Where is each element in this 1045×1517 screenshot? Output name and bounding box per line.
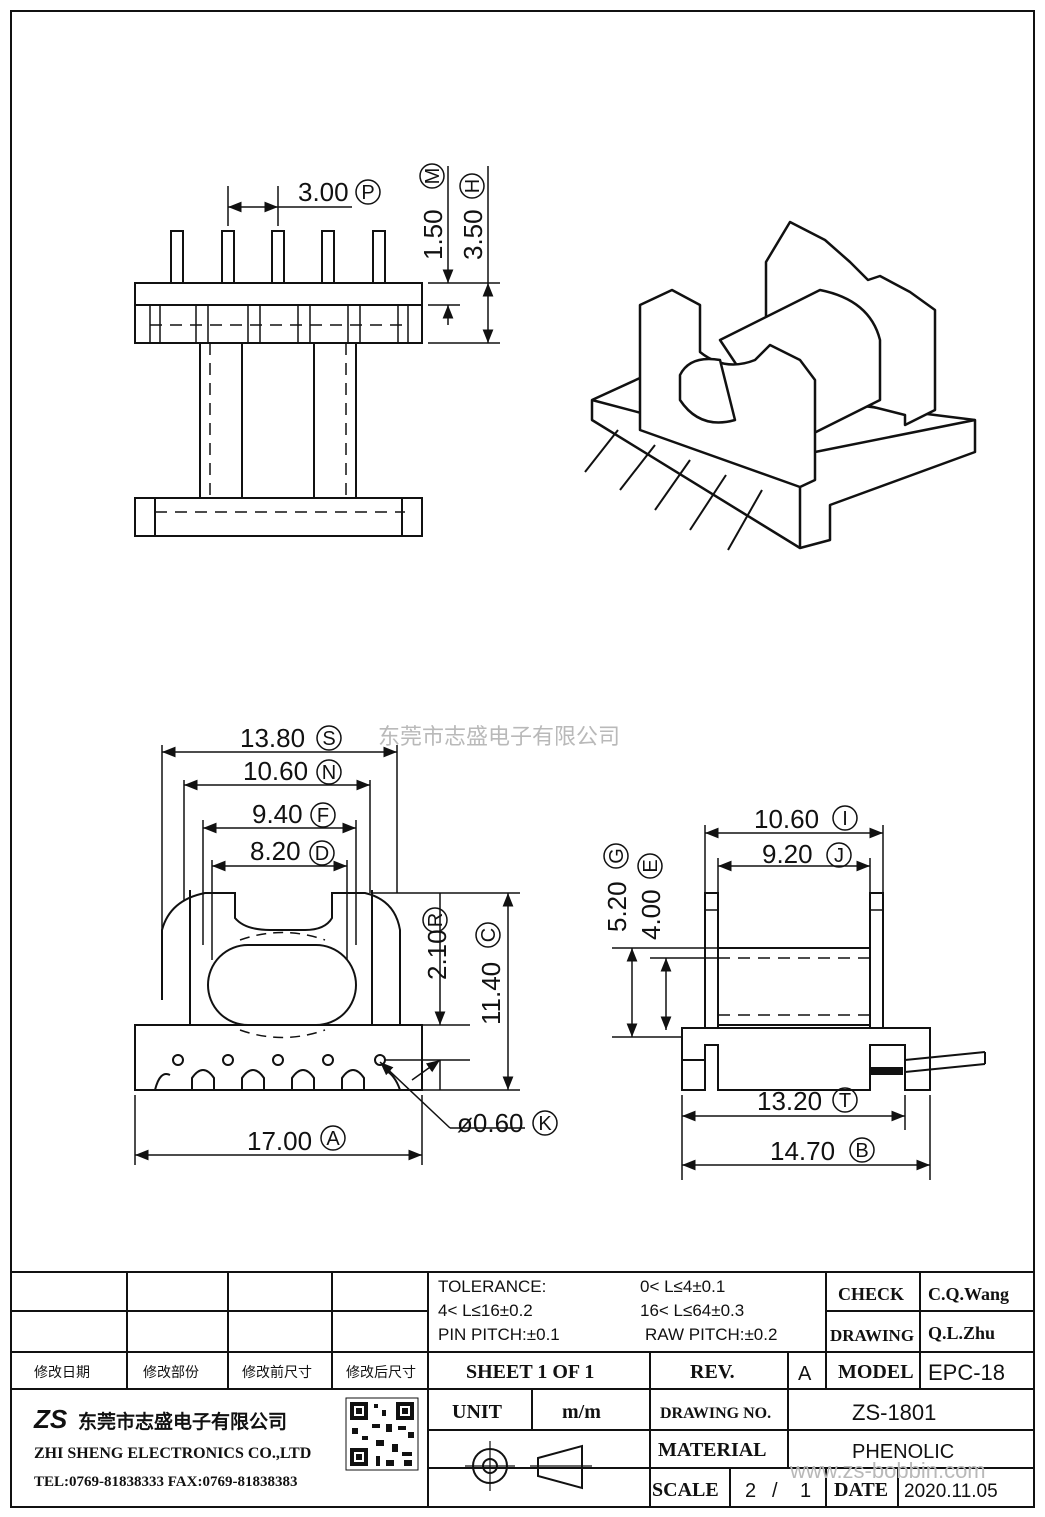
dim-k-tag: K: [532, 1110, 558, 1136]
dim-a-value: 17.00: [247, 1126, 312, 1156]
dim-f-tag: F: [310, 802, 336, 828]
dim-a-tag: A: [320, 1125, 346, 1151]
drawing-value: Q.L.Zhu: [928, 1323, 995, 1343]
company-name-cn: 东莞市志盛电子有限公司: [78, 1410, 287, 1433]
svg-text:H: H: [462, 179, 484, 193]
dim-e-value: 4.00: [636, 889, 666, 940]
scale-denominator: 1: [800, 1480, 811, 1502]
svg-text:N: N: [322, 762, 336, 784]
dim-s-value: 13.80: [240, 723, 305, 753]
svg-text:D: D: [315, 843, 329, 865]
scale-separator: /: [772, 1480, 778, 1502]
drawing-label: DRAWING: [830, 1326, 914, 1345]
dim-d-tag: D: [309, 840, 335, 866]
model-label: MODEL: [838, 1361, 914, 1383]
unit-label: UNIT: [452, 1401, 503, 1423]
projection-symbol: [465, 1441, 592, 1491]
dim-p-tag: P: [355, 179, 381, 205]
svg-text:F: F: [317, 805, 329, 827]
dim-k-value: ø0.60: [457, 1108, 524, 1138]
dim-g-value: 5.20: [602, 881, 632, 932]
watermark-text: 东莞市志盛电子有限公司: [378, 724, 620, 749]
company-logo: ZS: [33, 1404, 68, 1434]
dim-m-value: 1.50: [418, 209, 448, 260]
dim-p-value: 3.00: [298, 177, 349, 207]
svg-text:G: G: [606, 848, 628, 864]
dim-g-tag: G: [603, 843, 629, 869]
rev-label: REV.: [690, 1361, 735, 1383]
dim-d-value: 8.20: [250, 836, 301, 866]
rev-header-after: 修改后尺寸: [346, 1364, 416, 1380]
dim-f-value: 9.40: [252, 799, 303, 829]
dim-n-value: 10.60: [243, 756, 308, 786]
svg-text:S: S: [322, 728, 335, 750]
company-name-en: ZHI SHENG ELECTRONICS CO.,LTD: [34, 1445, 311, 1462]
dim-i-tag: I: [832, 805, 858, 831]
material-label: MATERIAL: [658, 1439, 767, 1461]
dim-m-tag: M: [419, 163, 445, 189]
svg-text:R: R: [425, 913, 447, 927]
rev-header-part: 修改部份: [143, 1364, 199, 1380]
tolerance-label: TOLERANCE:: [438, 1277, 546, 1296]
svg-text:J: J: [834, 845, 844, 867]
pin-pitch-tolerance: PIN PITCH:±0.1: [438, 1325, 560, 1344]
front-view: [134, 745, 525, 1165]
check-value: C.Q.Wang: [928, 1284, 1009, 1304]
dim-n-tag: N: [316, 759, 342, 785]
scale-label: SCALE: [652, 1479, 719, 1501]
dim-r-tag: R: [422, 907, 448, 933]
dim-b-tag: B: [849, 1137, 875, 1163]
rev-header-before: 修改前尺寸: [242, 1364, 312, 1380]
company-contact: TEL:0769-81838333 FAX:0769-81838383: [34, 1474, 297, 1490]
date-value: 2020.11.05: [904, 1481, 998, 1502]
unit-value: m/m: [562, 1401, 601, 1423]
tolerance-range-2: 4< L≤16±0.2: [438, 1301, 533, 1320]
dim-c-tag: C: [475, 922, 501, 948]
dim-t-tag: T: [832, 1087, 858, 1113]
dim-j-value: 9.20: [762, 839, 813, 869]
top-view: [134, 166, 500, 537]
check-label: CHECK: [838, 1284, 904, 1304]
dim-s-tag: S: [316, 725, 342, 751]
svg-text:C: C: [478, 928, 500, 942]
isometric-view: [584, 220, 977, 551]
dim-r-value: 2.10: [422, 929, 452, 980]
sheet-text: SHEET 1 OF 1: [466, 1361, 594, 1383]
svg-text:K: K: [538, 1113, 552, 1135]
tolerance-range-1: 0< L≤4±0.1: [640, 1277, 725, 1296]
rev-header-date: 修改日期: [34, 1364, 90, 1380]
dim-c-value: 11.40: [476, 962, 506, 1025]
tolerance-range-3: 16< L≤64±0.3: [640, 1301, 744, 1320]
title-block-grid: [11, 1271, 1034, 1507]
dim-e-tag: E: [637, 853, 663, 879]
rev-value: A: [798, 1363, 812, 1385]
svg-text:ZS: ZS: [33, 1404, 68, 1434]
svg-text:A: A: [326, 1128, 340, 1150]
sheet-border: [10, 10, 1035, 1508]
dim-h-value: 3.50: [458, 209, 488, 260]
watermark-url: www.zs-bobbin.com: [789, 1458, 986, 1483]
svg-text:E: E: [640, 859, 662, 872]
drawing-no-label: DRAWING NO.: [660, 1405, 771, 1422]
qr-code: [345, 1397, 419, 1471]
side-view: [612, 825, 986, 1180]
svg-text:T: T: [839, 1090, 851, 1112]
model-value: EPC-18: [928, 1360, 1005, 1385]
svg-text:P: P: [361, 182, 374, 204]
material-value: PHENOLIC: [852, 1441, 954, 1463]
raw-pitch-tolerance: RAW PITCH:±0.2: [645, 1325, 777, 1344]
dim-i-value: 10.60: [754, 804, 819, 834]
svg-text:I: I: [842, 808, 848, 830]
dim-j-tag: J: [826, 842, 852, 868]
dim-h-tag: H: [459, 173, 485, 199]
svg-text:M: M: [422, 168, 444, 185]
drawing-no-value: ZS-1801: [852, 1400, 936, 1425]
dim-b-value: 14.70: [770, 1136, 835, 1166]
date-label: DATE: [834, 1479, 888, 1501]
scale-numerator: 2: [745, 1480, 756, 1502]
svg-text:B: B: [855, 1140, 868, 1162]
dim-t-value: 13.20: [757, 1086, 822, 1116]
